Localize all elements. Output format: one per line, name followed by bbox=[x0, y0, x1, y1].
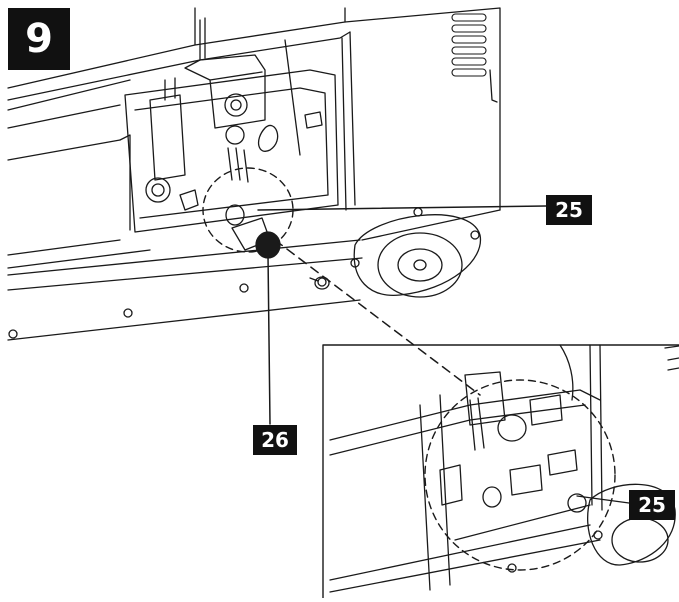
detail-inset bbox=[322, 344, 679, 599]
machine-body bbox=[7, 7, 501, 341]
callout-part-25-detail: 25 bbox=[629, 490, 675, 520]
callout-part-25: 25 bbox=[546, 195, 592, 225]
vent-slots bbox=[451, 13, 487, 77]
callout-part-26: 26 bbox=[253, 425, 297, 455]
dashed-link bbox=[274, 239, 481, 396]
leader-line-25-main bbox=[257, 205, 547, 211]
wire-feeder-mechanism bbox=[119, 39, 323, 231]
step-number-badge: 9 bbox=[8, 8, 70, 70]
highlight-circle-detail bbox=[424, 379, 616, 571]
screw bbox=[309, 276, 330, 290]
leader-line-26 bbox=[267, 254, 271, 425]
wheel bbox=[353, 214, 482, 298]
